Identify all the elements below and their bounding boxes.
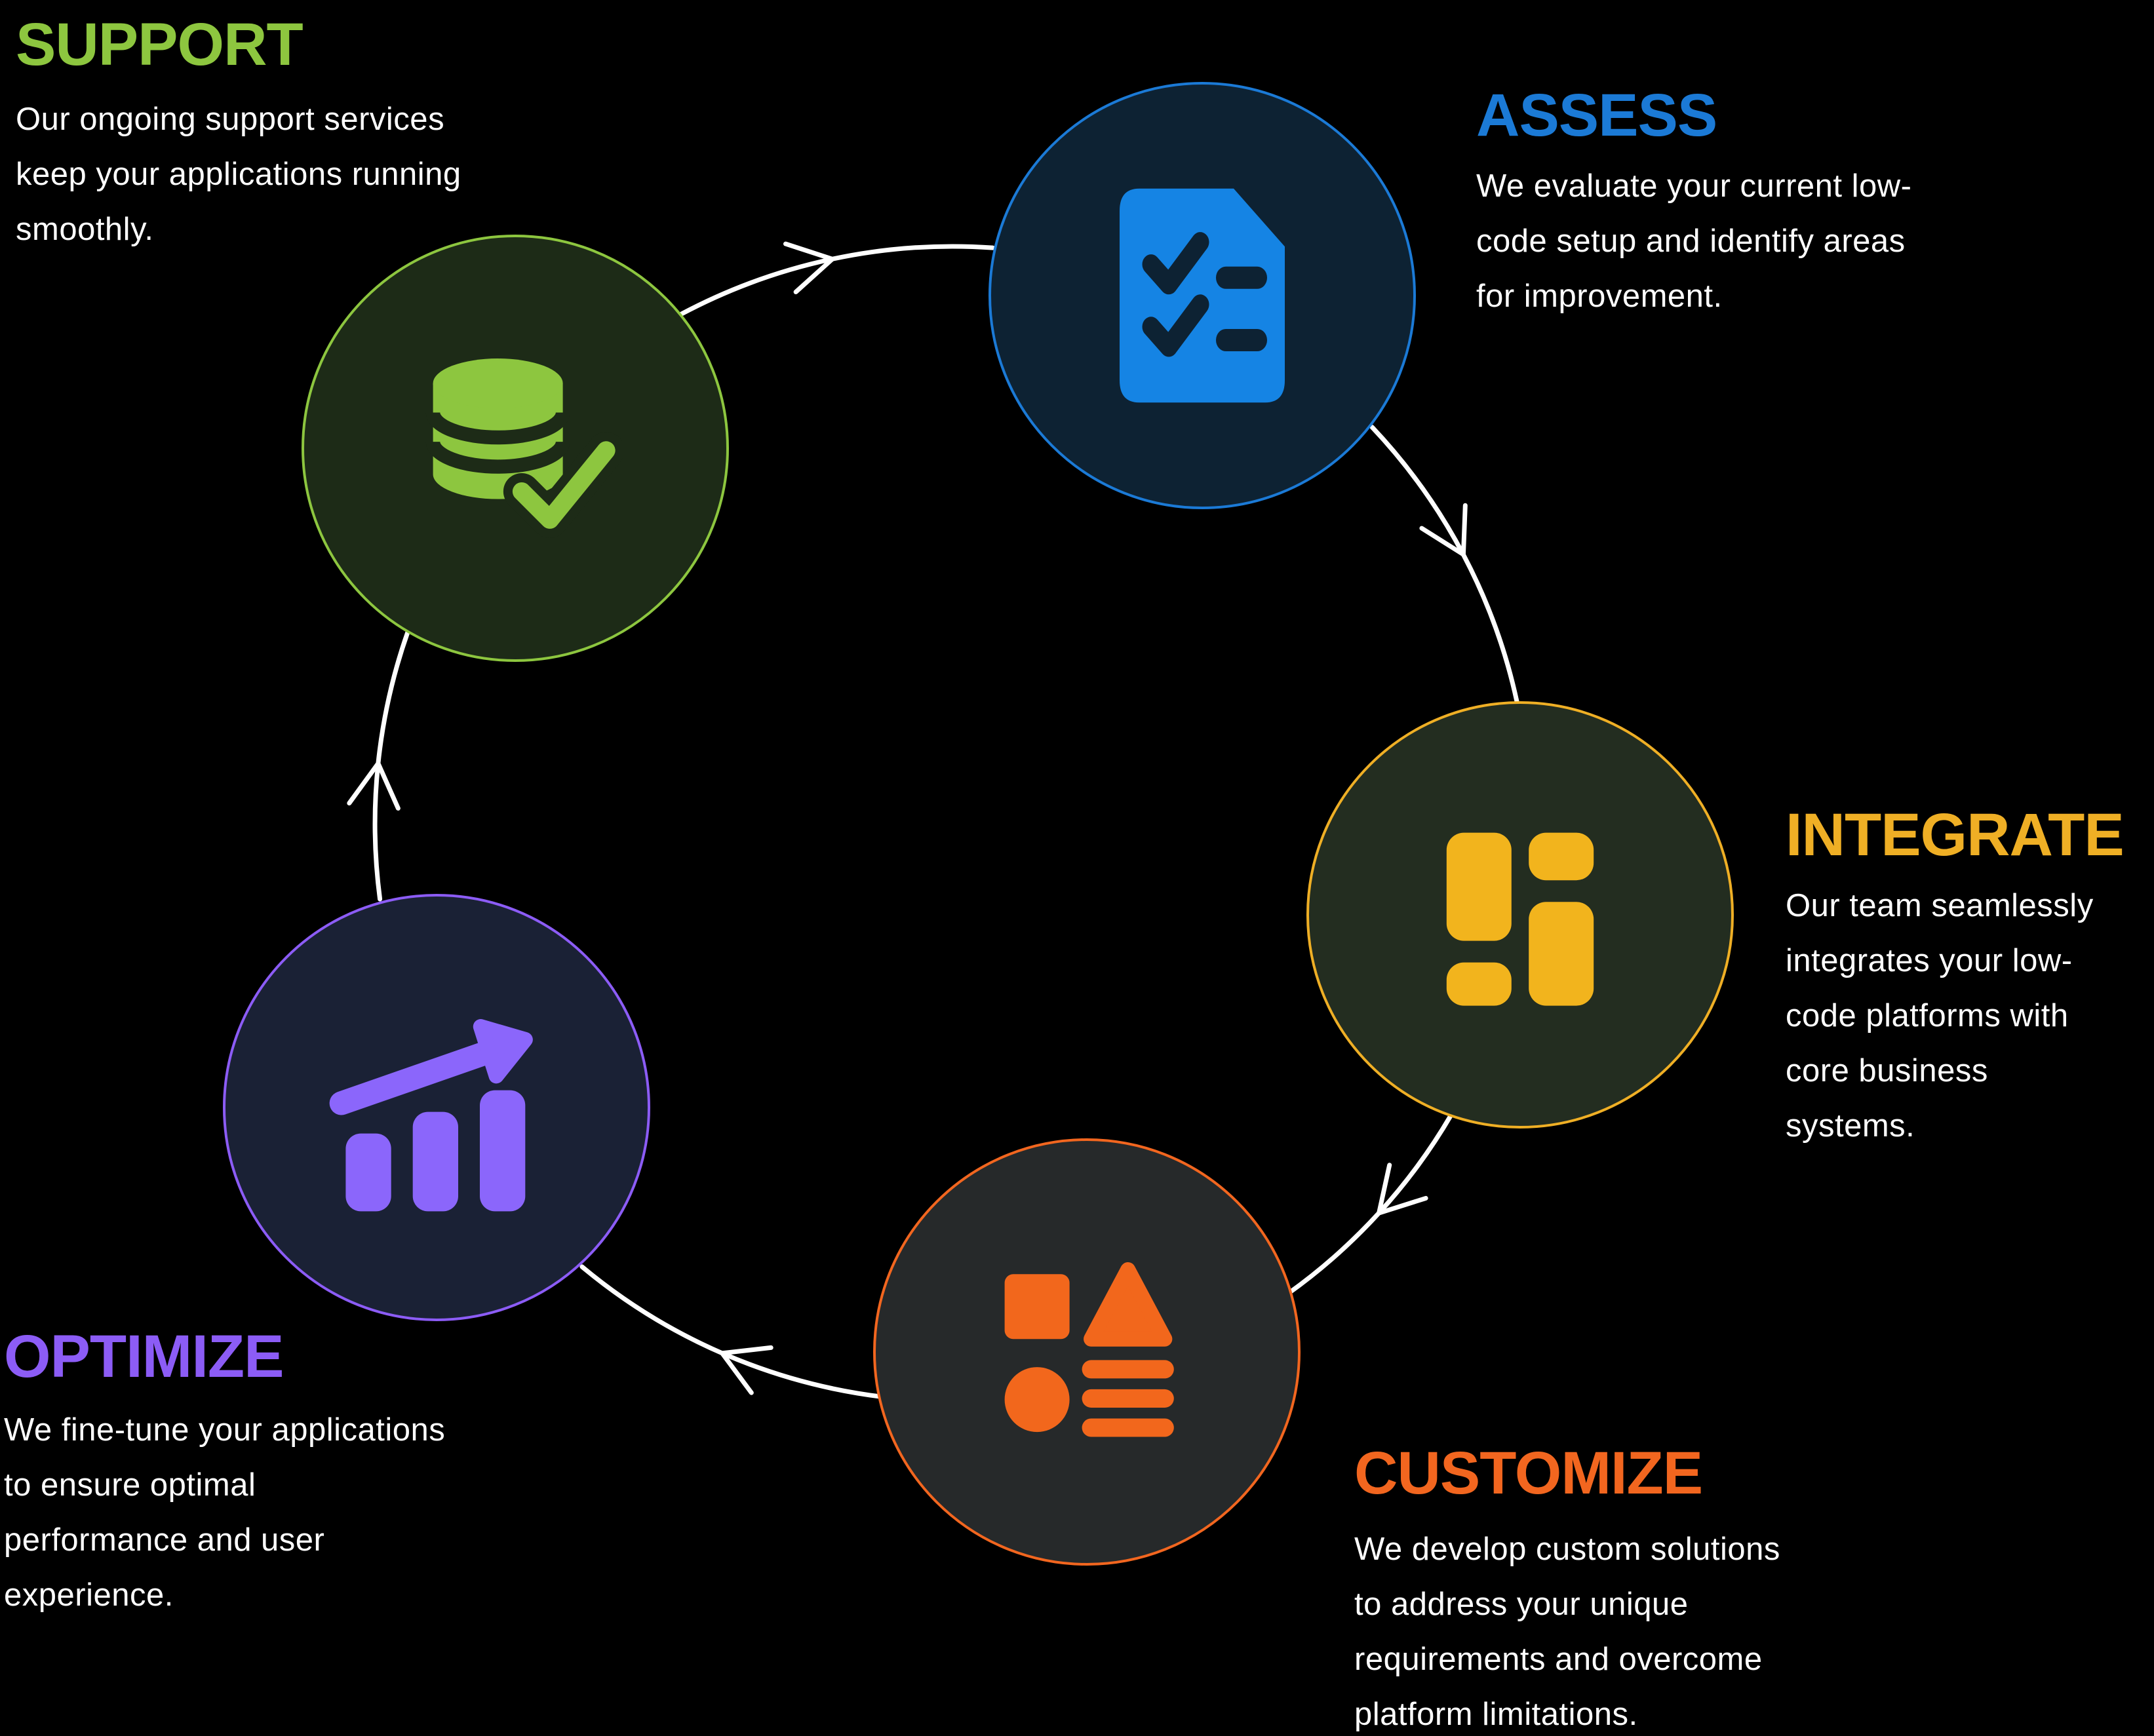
description-line: core business [1786, 1053, 1988, 1089]
stage-circle-optimize [223, 894, 650, 1321]
description-line: to address your unique [1354, 1587, 1689, 1622]
description-line: systems. [1786, 1108, 1915, 1144]
cycle-arrowhead [1377, 1163, 1428, 1216]
description-line: We develop custom solutions [1354, 1532, 1780, 1567]
cycle-arrowhead [783, 241, 835, 294]
description-line: We evaluate your current low- [1476, 168, 1912, 204]
stage-circle-assess [989, 82, 1416, 509]
stage-title-optimize: OPTIMIZE [4, 1323, 284, 1390]
cycle-arc-optimize-support [372, 629, 410, 902]
cycle-arrowhead [720, 1345, 773, 1395]
description-line: code setup and identify areas [1476, 223, 1906, 259]
shapes-icon [1004, 1262, 1174, 1437]
stage-description-integrate: Our team seamlessly integrates your low-… [1786, 878, 2094, 1153]
description-line: integrates your low- [1786, 943, 2073, 978]
description-line: We fine-tune your applications [4, 1412, 446, 1448]
stage-description-optimize: We fine-tune your applications to ensure… [4, 1402, 445, 1623]
description-line: platform limitations. [1354, 1697, 1638, 1732]
description-line: Our team seamlessly [1786, 888, 2094, 923]
cycle-arc-support-assess [678, 244, 995, 317]
description-line: code platforms with [1786, 998, 2069, 1033]
description-line: to ensure optimal [4, 1467, 256, 1503]
description-line: smoothly. [16, 212, 154, 247]
cycle-arrowhead [1419, 503, 1468, 557]
task-checklist-icon [1120, 188, 1285, 403]
layout-grid-icon [1446, 832, 1594, 1006]
stage-title-customize: CUSTOMIZE [1354, 1440, 1703, 1507]
stage-description-assess: We evaluate your current low- code setup… [1476, 159, 1912, 324]
stage-circle-integrate [1306, 701, 1734, 1128]
description-line: performance and user [4, 1522, 325, 1558]
stage-title-integrate: INTEGRATE [1786, 801, 2125, 868]
stage-circle-support [302, 235, 729, 662]
stage-circle-customize [873, 1138, 1301, 1566]
database-check-icon [425, 358, 623, 538]
description-line: keep your applications running [16, 157, 461, 192]
cycle-arrowhead [347, 761, 401, 811]
cycle-arc-assess-integrate [1369, 425, 1519, 704]
description-line: requirements and overcome [1354, 1642, 1763, 1677]
stage-title-support: SUPPORT [16, 11, 304, 78]
cycle-arc-integrate-customize [1286, 1113, 1453, 1296]
description-line: experience. [4, 1577, 174, 1613]
description-line: Our ongoing support services [16, 102, 445, 137]
description-line: for improvement. [1476, 279, 1723, 314]
growth-chart-icon [329, 1019, 533, 1212]
stage-description-support: Our ongoing support services keep your a… [16, 92, 461, 257]
stage-title-assess: ASSESS [1476, 82, 1717, 149]
stage-description-customize: We develop custom solutions to address y… [1354, 1522, 1780, 1736]
cycle-arc-customize-optimize [579, 1264, 885, 1399]
